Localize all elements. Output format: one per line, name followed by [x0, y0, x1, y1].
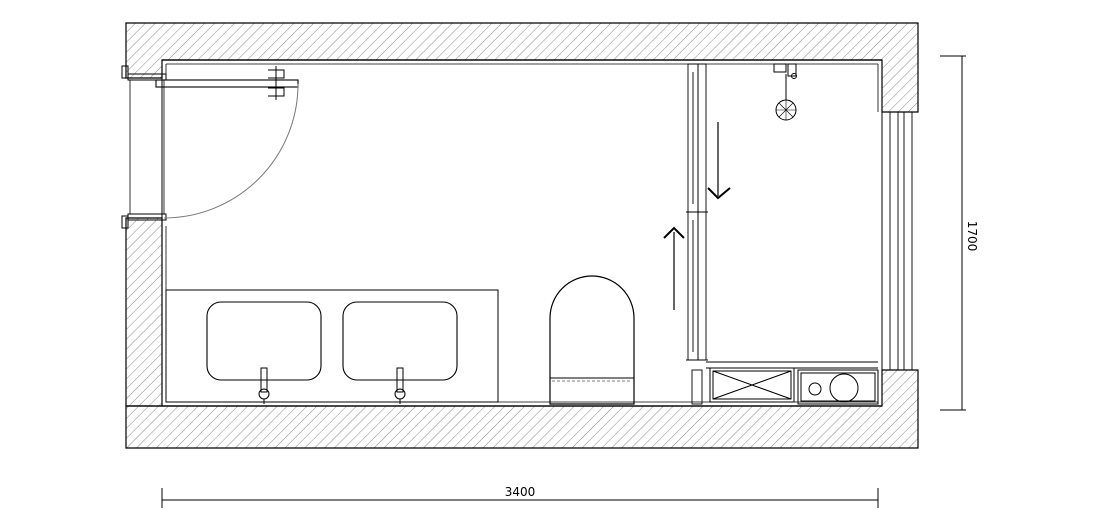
slide-arrow-down-icon: [707, 122, 731, 200]
dimension-horizontal: [161, 488, 879, 508]
dimension-height-label: 1700: [965, 221, 979, 252]
toilet-bowl: [549, 275, 635, 405]
faucet-left-icon: [258, 367, 270, 404]
sink-basin-right: [342, 301, 458, 381]
toilet: [549, 275, 635, 405]
wall-left: [125, 217, 163, 407]
sliding-glass-partition: [686, 63, 878, 405]
vanity-counter: [165, 289, 499, 404]
walls: [125, 22, 919, 449]
dimension-width-label: 3400: [505, 485, 536, 499]
slide-arrow-up-icon: [663, 226, 685, 310]
wall-top: [125, 22, 919, 113]
washing-machine-icon: [797, 369, 879, 405]
floor-drain-box: [709, 367, 795, 403]
door-handle-icon: [268, 66, 285, 100]
entry-door: [121, 65, 299, 229]
faucet-right-icon: [394, 367, 406, 404]
dimension-vertical: [940, 55, 966, 411]
wall-bottom: [125, 369, 919, 449]
window-right: [881, 111, 918, 371]
door-swing-arc: [163, 83, 299, 219]
sink-basin-left: [206, 301, 322, 381]
door-leaf: [155, 79, 299, 88]
shower-head-icon: [773, 63, 797, 121]
